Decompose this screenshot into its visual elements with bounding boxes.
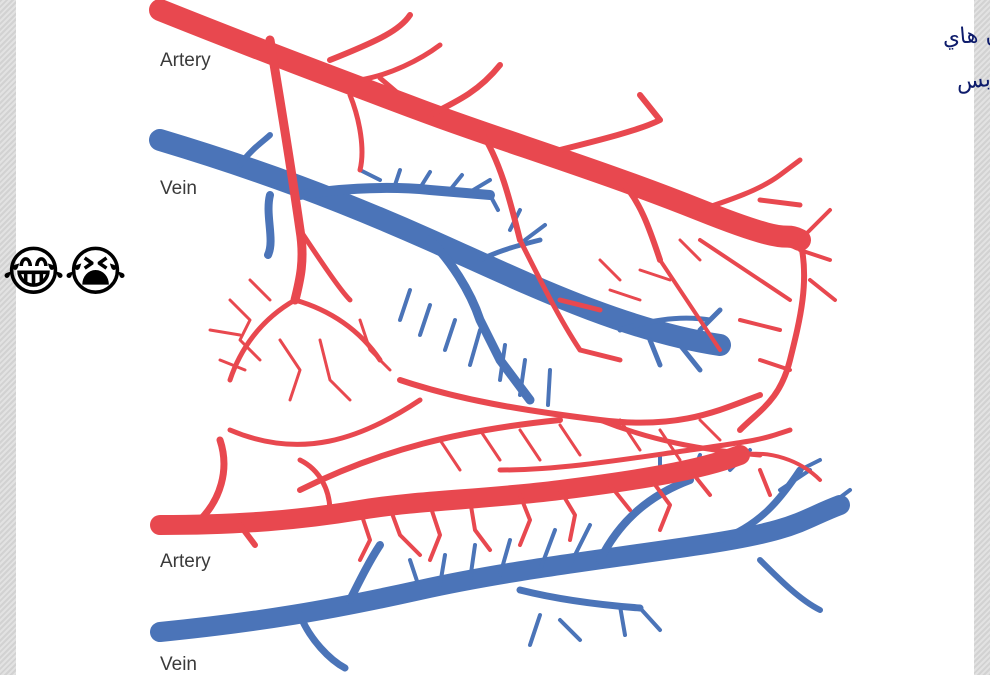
artery-bottom-trunk [160,455,740,525]
artery-top-label: Artery [160,50,211,71]
artery-network [160,10,835,560]
vein-top-label: Vein [160,178,197,199]
note-line-1: فكك من هاي [942,16,990,51]
loudly-crying-emoji: 😭 [64,240,127,303]
note-line-2: وشوف رسمتي بس [955,55,990,95]
artery-bottom-label: Artery [160,551,211,572]
laughing-crying-emoji: 😂 [2,240,65,303]
vein-bottom-label: Vein [160,654,197,675]
artery-top-trunk [160,10,800,240]
handwritten-note: فكك من هاي وشوف رسمتي بس [942,10,990,96]
